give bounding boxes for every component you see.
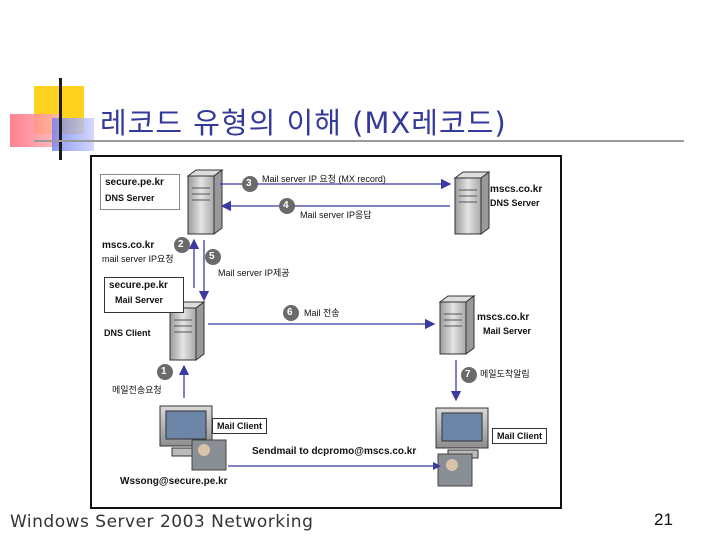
page-number: 21	[654, 510, 673, 530]
mail-client-left-label: Mail Client	[212, 418, 267, 434]
sender-address: Wssong@secure.pe.kr	[120, 476, 228, 488]
dns-client-label: DNS Client	[104, 328, 151, 338]
requester-host: mscs.co.kr	[102, 240, 154, 252]
step-4-label: Mail server IP응답	[300, 210, 372, 220]
mail-client-right-icon	[436, 408, 488, 486]
dns-server-left-box: secure.pe.kr DNS Server	[100, 174, 180, 210]
mail-client-right-label: Mail Client	[492, 428, 547, 444]
sendmail-arrow	[228, 462, 448, 472]
step-7-label: 메일도착알림	[480, 369, 530, 379]
dns-server-left-role: DNS Server	[105, 193, 175, 203]
mail-server-left-role: Mail Server	[109, 295, 179, 305]
dns-server-left-icon	[188, 170, 222, 234]
dns-server-left-host: secure.pe.kr	[105, 177, 175, 189]
step-5-label: Mail server IP제공	[218, 268, 290, 278]
step-2-number: 2	[178, 239, 184, 251]
mail-client-left-icon	[160, 406, 226, 470]
step-3-label: Mail server IP 요청 (MX record)	[262, 174, 386, 184]
step-1-label: 메일전송요청	[112, 385, 162, 395]
mail-server-left-host: secure.pe.kr	[109, 280, 179, 292]
mail-server-right-host: mscs.co.kr	[477, 312, 529, 324]
requester-note: mail server IP요청	[102, 254, 174, 264]
mail-server-right-icon	[440, 296, 474, 354]
step-5-number: 5	[209, 251, 215, 263]
dns-server-right-icon	[455, 172, 489, 234]
ornament-vertical-line	[59, 78, 62, 160]
step-3-number: 3	[246, 178, 252, 190]
diagram-canvas: 3 4 2 5 6 1 7 Mail server IP 요청 (MX reco…	[100, 160, 554, 504]
dns-server-right-role: DNS Server	[490, 198, 540, 208]
dns-server-right-host: mscs.co.kr	[490, 184, 542, 196]
step-4-number: 4	[283, 200, 289, 212]
step-6-label: Mail 전송	[304, 308, 340, 318]
step-1-number: 1	[161, 366, 167, 378]
step-7-number: 7	[465, 369, 471, 381]
footer-text: Windows Server 2003 Networking	[10, 512, 313, 532]
mx-record-diagram: 3 4 2 5 6 1 7 Mail server IP 요청 (MX reco…	[90, 155, 562, 509]
step-6-number: 6	[287, 307, 293, 319]
slide-title: 레코드 유형의 이해 (MX레코드)	[100, 100, 507, 142]
sendmail-text: Sendmail to dcpromo@mscs.co.kr	[252, 446, 416, 458]
mail-server-right-role: Mail Server	[483, 326, 531, 336]
mail-server-left-box: secure.pe.kr Mail Server	[104, 277, 184, 313]
